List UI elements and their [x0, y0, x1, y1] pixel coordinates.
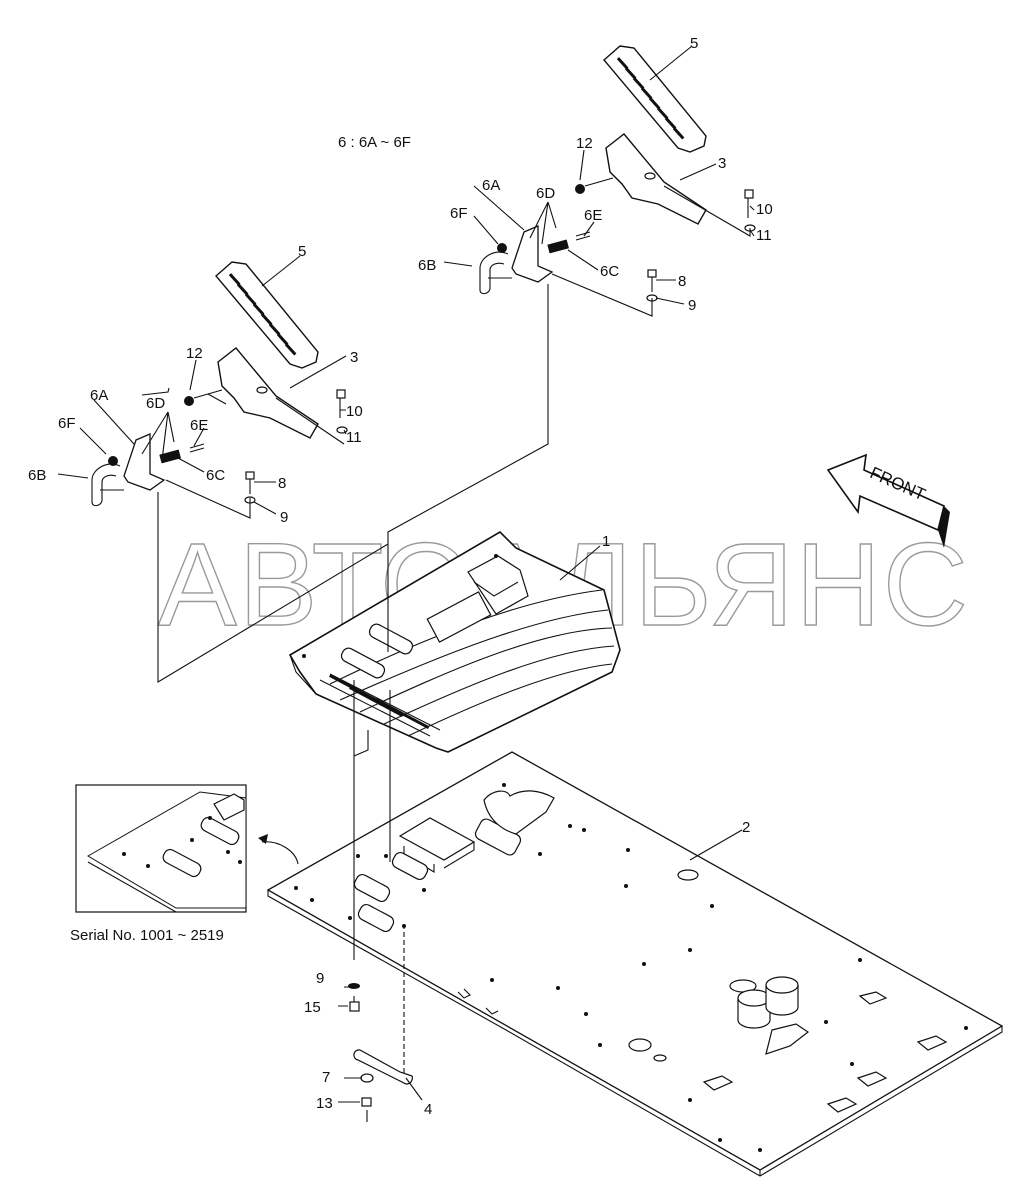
inset-caption: Serial No. 1001 ~ 2519 — [70, 927, 224, 944]
callout-7: 7 — [322, 1069, 330, 1086]
callout-3-right: 3 — [718, 155, 726, 172]
inset-arrow — [261, 841, 299, 865]
callout-labels: 1 2 5 5 3 3 12 12 6A 6A 6D 6D 6F 6F 6E 6… — [28, 35, 773, 1118]
callout-4: 4 — [424, 1101, 432, 1118]
floor-mat — [288, 530, 621, 753]
callout-6a-right: 6A — [482, 177, 500, 194]
callout-6b-right: 6B — [418, 257, 436, 274]
left-pedal-assembly — [91, 261, 389, 683]
callout-9-left: 9 — [280, 509, 288, 526]
callout-8-right: 8 — [678, 273, 686, 290]
callout-12-right: 12 — [576, 135, 593, 152]
group-note: 6 : 6A ~ 6F — [338, 134, 411, 151]
callout-6b-left: 6B — [28, 467, 46, 484]
callout-9-bottom: 9 — [316, 970, 324, 987]
callout-6d-left: 6D — [146, 395, 165, 412]
callout-6c-left: 6C — [206, 467, 225, 484]
callout-13: 13 — [316, 1095, 333, 1112]
callout-9-right: 9 — [688, 297, 696, 314]
callout-5-left: 5 — [298, 243, 306, 260]
base-plate — [266, 751, 1004, 1177]
callout-15: 15 — [304, 999, 321, 1016]
front-arrow: FRONT — [826, 453, 950, 548]
callout-12-left: 12 — [186, 345, 203, 362]
callout-leaders — [57, 45, 755, 861]
callout-6e-left: 6E — [190, 417, 208, 434]
callout-8-left: 8 — [278, 475, 286, 492]
right-pedal-assembly — [387, 45, 756, 652]
callout-6a-left: 6A — [90, 387, 108, 404]
callout-6f-left: 6F — [58, 415, 76, 432]
callout-6c-right: 6C — [600, 263, 619, 280]
callout-6f-right: 6F — [450, 205, 468, 222]
callout-1: 1 — [602, 533, 610, 550]
callout-3-left: 3 — [350, 349, 358, 366]
callout-6d-right: 6D — [536, 185, 555, 202]
callout-2: 2 — [742, 819, 750, 836]
lower-fasteners — [338, 680, 423, 1122]
inset-detail — [75, 784, 247, 913]
callout-5-right: 5 — [690, 35, 698, 52]
callout-11-left: 11 — [346, 429, 362, 446]
callout-11-right: 11 — [756, 227, 772, 244]
callout-10-left: 10 — [346, 403, 363, 420]
callout-6e-right: 6E — [584, 207, 602, 224]
callout-10-right: 10 — [756, 201, 773, 218]
